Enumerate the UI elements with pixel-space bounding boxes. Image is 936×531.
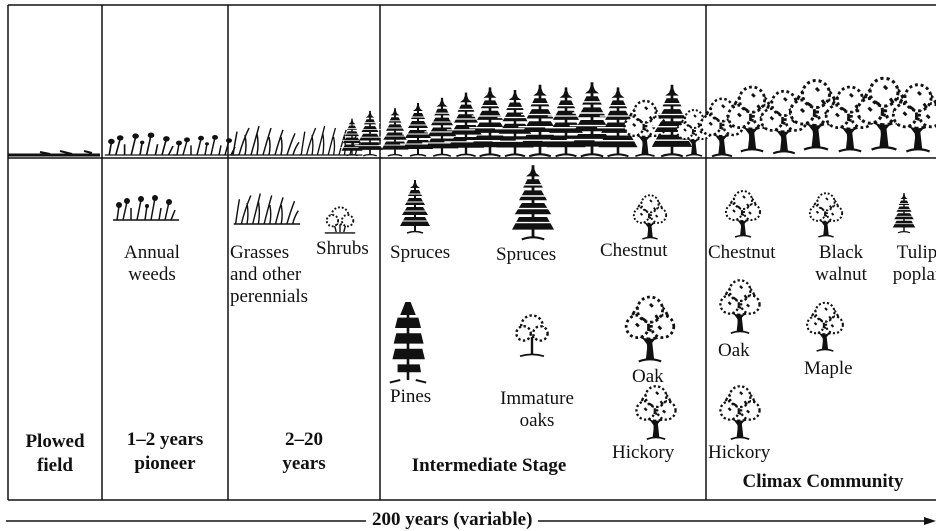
panel-frame bbox=[7, 4, 936, 501]
label-immature-oaks: Immature oaks bbox=[500, 388, 574, 431]
broadleaf-tree-icon bbox=[632, 194, 668, 240]
broadleaf-tree-icon bbox=[624, 295, 676, 363]
spruce-icon bbox=[889, 192, 919, 234]
broadleaf-tree-icon bbox=[635, 385, 677, 441]
label-spruces-1: Spruces bbox=[390, 242, 451, 263]
label-oak-intermediate: Oak bbox=[632, 366, 664, 387]
pine-icon bbox=[388, 300, 428, 384]
label-spruces-2: Spruces bbox=[496, 244, 557, 265]
label-shrubs: Shrubs bbox=[316, 238, 369, 259]
stage-label-pioneer: 1–2 years pioneer bbox=[126, 429, 204, 474]
stage-label-plowed: Plowed field bbox=[25, 431, 85, 476]
label-maple: Maple bbox=[804, 358, 853, 379]
landscape-strip bbox=[8, 76, 936, 158]
broadleaf-tree-icon bbox=[806, 301, 844, 353]
label-tulip-poplar: Tulip poplar bbox=[892, 242, 936, 285]
label-oak-climax: Oak bbox=[718, 340, 750, 361]
label-hickory-climax: Hickory bbox=[708, 442, 771, 463]
label-chestnut-intermediate: Chestnut bbox=[600, 240, 668, 261]
weed-icon bbox=[103, 131, 240, 156]
conifer-forest bbox=[377, 80, 712, 158]
label-grasses: Grasses and other perennials bbox=[230, 242, 309, 307]
label-hickory-intermediate: Hickory bbox=[612, 442, 675, 463]
broadleaf-tree-icon bbox=[725, 190, 761, 238]
spruce-icon bbox=[396, 179, 434, 234]
label-black-walnut: Black walnut bbox=[815, 242, 867, 285]
timeline-label: 200 years (variable) bbox=[366, 509, 539, 531]
broadleaf-tree-icon bbox=[808, 192, 844, 238]
broadleaf-forest bbox=[699, 76, 936, 158]
broadleaf-tree-icon bbox=[719, 279, 761, 335]
stage-label-climax: Climax Community bbox=[742, 471, 904, 492]
broadleaf-tree-icon bbox=[719, 385, 761, 441]
stage-label-perennial: 2–20 years bbox=[282, 429, 326, 474]
spruce-icon bbox=[338, 109, 387, 157]
label-chestnut-climax: Chestnut bbox=[708, 242, 776, 263]
weed-icon bbox=[112, 194, 180, 221]
oak-sapling-icon bbox=[515, 314, 549, 358]
shrub-icon bbox=[323, 206, 357, 234]
stage-label-intermediate: Intermediate Stage bbox=[411, 455, 567, 476]
label-annual-weeds: Annual weeds bbox=[124, 242, 180, 285]
label-pines: Pines bbox=[390, 386, 432, 407]
spruce-icon bbox=[506, 163, 560, 241]
grass-icon bbox=[232, 192, 301, 225]
